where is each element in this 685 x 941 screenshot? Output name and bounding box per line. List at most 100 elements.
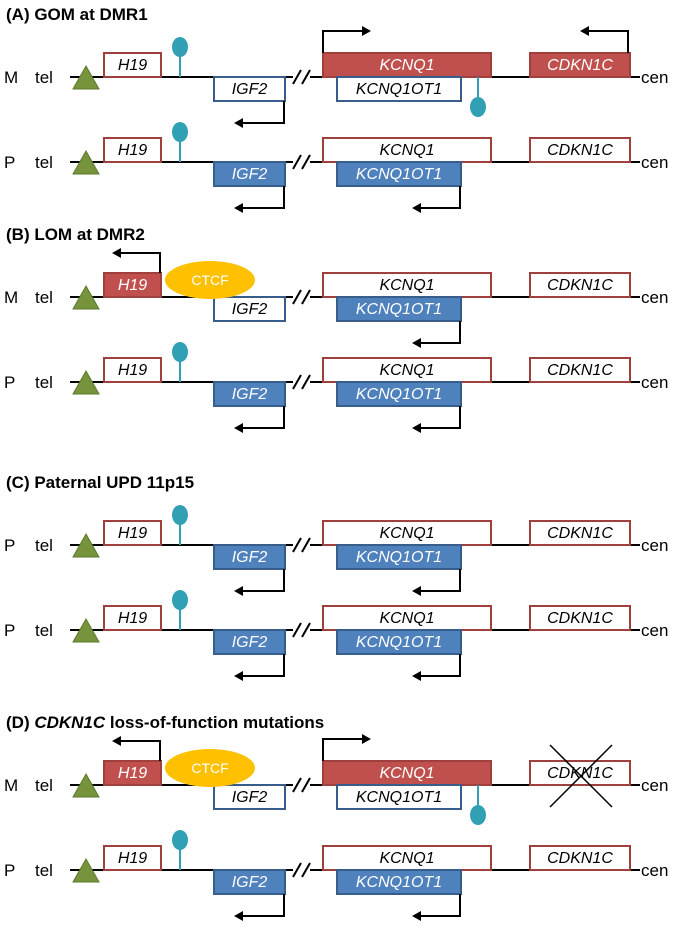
panel-b-allele-2-cdkn1c-box — [529, 357, 631, 383]
panel-a-allele-1-cdkn1c-box — [529, 52, 631, 78]
panel-a-allele-1-kcnq1-arrow-stem — [322, 30, 365, 53]
panel-a-allele-1-igf2-arrow-stem — [240, 101, 285, 124]
panel-b-allele-1-cen-label: cen — [641, 288, 668, 307]
panel-c-allele-1-kcnq1-label: KCNQ1 — [379, 525, 434, 542]
panel-d-allele-2-parent-label: P — [4, 861, 15, 880]
panel-b-allele-1-igf2-box — [213, 296, 286, 322]
panel-b-allele-1-kcnq1ot1-arrow-head — [412, 338, 421, 348]
panel-b-allele-1-parent-label: M — [4, 288, 18, 307]
panel-a-allele-2-h19-label: H19 — [118, 142, 147, 159]
panel-b-allele-2-telomere-triangle — [72, 369, 100, 395]
panel-d-allele-2-igf2-arrow-head — [234, 911, 243, 921]
panel-a-allele-1-kcnq1-box — [322, 52, 492, 78]
panel-b-allele-2-h19-box — [103, 357, 162, 383]
panel-a-allele-1-h19-methylation-pin-head — [172, 37, 188, 57]
panel-d-allele-2-igf2-label: IGF2 — [232, 874, 268, 891]
panel-c-allele-1-kcnq1ot1-arrow-head — [412, 586, 421, 596]
panel-a-allele-1-cdkn1c-label: CDKN1C — [547, 57, 613, 74]
panel-b-allele-1-kcnq1ot1-box — [336, 296, 462, 322]
panel-c-allele-2-cdkn1c-box — [529, 605, 631, 631]
panel-a-allele-1-break-mark-2 — [301, 69, 311, 85]
panel-d-allele-1-ctcf-label: CTCF — [191, 760, 228, 776]
panel-title-text: LOM at DMR2 — [34, 225, 145, 244]
panel-title-text: GOM at DMR1 — [34, 5, 147, 24]
panel-b-allele-1-h19-box — [103, 272, 162, 298]
panel-b-allele-1-break-mark-2 — [301, 289, 311, 305]
panel-d-allele-1-parent-label: M — [4, 776, 18, 795]
panel-a-allele-1-h19-label: H19 — [118, 57, 147, 74]
panel-a-allele-2-h19-methylation-pin-head — [172, 122, 188, 142]
panel-a-allele-2-cen-label: cen — [641, 153, 668, 172]
panel-a-allele-1-kcnq1ot1-methylation-pin-head — [470, 97, 486, 117]
panel-a-allele-1-cen-label: cen — [641, 68, 668, 87]
panel-c-allele-1-parent-label: P — [4, 536, 15, 555]
panel-title-d: (D) CDKN1C loss-of-function mutations — [6, 713, 324, 732]
panel-a-allele-2-kcnq1ot1-label: KCNQ1OT1 — [356, 166, 442, 183]
panel-c-allele-1-h19-box — [103, 520, 162, 546]
panel-d-allele-1-kcnq1ot1-label: KCNQ1OT1 — [356, 789, 442, 806]
panel-a-allele-2-igf2-box — [213, 161, 286, 187]
panel-b-allele-1-kcnq1-label: KCNQ1 — [379, 277, 434, 294]
panel-d-allele-1-h19-box — [103, 760, 162, 786]
panel-c-allele-2-parent-label: P — [4, 621, 15, 640]
panel-c-allele-1-cdkn1c-box — [529, 520, 631, 546]
panel-d-allele-2-igf2-arrow-stem — [240, 894, 285, 917]
panel-c-allele-2-kcnq1ot1-box — [336, 629, 462, 655]
panel-d-allele-2-kcnq1-label: KCNQ1 — [379, 850, 434, 867]
panel-c-allele-2-igf2-box — [213, 629, 286, 655]
panel-b-allele-1-ctcf-ellipse — [165, 261, 255, 299]
panel-a-allele-1-igf2-box — [213, 76, 286, 102]
panel-b-allele-1-kcnq1ot1-label: KCNQ1OT1 — [356, 301, 442, 318]
panel-c-allele-2-break-mark-2 — [301, 622, 311, 638]
panel-c-allele-1-cdkn1c-label: CDKN1C — [547, 525, 613, 542]
panel-a-allele-2-kcnq1ot1-arrow-head — [412, 203, 421, 213]
panel-b-allele-1-h19-arrow-stem — [118, 252, 161, 273]
panel-c-allele-1-kcnq1ot1-label: KCNQ1OT1 — [356, 549, 442, 566]
panel-b-allele-2-h19-label: H19 — [118, 362, 147, 379]
panel-c-allele-2-break-mark-1 — [292, 622, 302, 638]
panel-a-allele-2-parent-label: P — [4, 153, 15, 172]
panel-b-allele-2-kcnq1-label: KCNQ1 — [379, 362, 434, 379]
panel-d-allele-2-telomere-triangle — [72, 857, 100, 883]
panel-d-allele-1-igf2-label: IGF2 — [232, 789, 268, 806]
panel-prefix: (C) — [6, 473, 34, 492]
panel-b-allele-2-break-mark-2 — [301, 374, 311, 390]
panel-b-allele-2-igf2-label: IGF2 — [232, 386, 268, 403]
panel-d-allele-1-kcnq1-box — [322, 760, 492, 786]
panel-c-allele-2-cen-label: cen — [641, 621, 668, 640]
panel-b-allele-2-kcnq1ot1-arrow-stem — [418, 406, 461, 429]
panel-d-allele-2-cen-label: cen — [641, 861, 668, 880]
panel-b-allele-1-cdkn1c-label: CDKN1C — [547, 277, 613, 294]
panel-title-c: (C) Paternal UPD 11p15 — [6, 473, 194, 492]
panel-b-allele-2-tel-label: tel — [35, 373, 53, 392]
panel-title-b: (B) LOM at DMR2 — [6, 225, 145, 244]
panel-a-allele-2-kcnq1-label: KCNQ1 — [379, 142, 434, 159]
panel-d-allele-2-kcnq1ot1-arrow-stem — [418, 894, 461, 917]
panel-b-allele-1-h19-arrow-head — [112, 248, 121, 258]
panel-a-allele-1-kcnq1-label: KCNQ1 — [379, 57, 434, 74]
panel-a-allele-2-break-mark-1 — [292, 154, 302, 170]
panel-prefix: (A) — [6, 5, 34, 24]
panel-d-allele-2-h19-label: H19 — [118, 850, 147, 867]
panel-b-allele-2-igf2-arrow-stem — [240, 406, 285, 429]
panel-c-allele-2-kcnq1ot1-label: KCNQ1OT1 — [356, 634, 442, 651]
panel-d-allele-1-h19-arrow-stem — [118, 740, 161, 761]
panel-d-allele-1-cen-label: cen — [641, 776, 668, 795]
panel-c-allele-1-igf2-box — [213, 544, 286, 570]
panel-a-allele-1-cdkn1c-arrow-stem — [586, 30, 629, 53]
panel-c-allele-2-igf2-arrow-head — [234, 671, 243, 681]
panel-d-allele-2-cdkn1c-box — [529, 845, 631, 871]
panel-c-allele-2-kcnq1ot1-arrow-stem — [418, 654, 461, 677]
panel-b-allele-2-h19-methylation-pin-head — [172, 342, 188, 362]
panel-c-allele-1-h19-methylation-pin-head — [172, 505, 188, 525]
panel-a-allele-1-kcnq1ot1-label: KCNQ1OT1 — [356, 81, 442, 98]
panel-c-allele-1-igf2-label: IGF2 — [232, 549, 268, 566]
panel-a-allele-1-kcnq1ot1-box — [336, 76, 462, 102]
